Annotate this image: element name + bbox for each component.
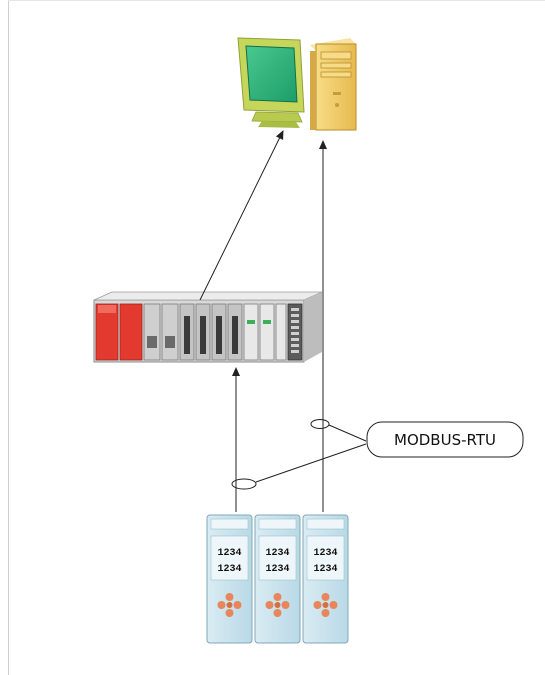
meter-2-reading-bottom: 1234	[265, 564, 289, 575]
modbus-label: MODBUS-RTU	[394, 431, 496, 449]
meter-3: 1234 1234	[302, 514, 349, 644]
modbus-marker-lower	[231, 478, 257, 490]
meter-2-reading-top: 1234	[265, 548, 289, 559]
meter-1: 1234 1234	[206, 514, 253, 644]
modbus-label-box	[366, 421, 524, 458]
meter-2: 1234 1234	[254, 514, 301, 644]
computer-monitor	[237, 37, 305, 128]
page-left-border	[8, 0, 9, 675]
callout-leader-upper	[328, 424, 367, 442]
meter-3-reading-top: 1234	[313, 548, 337, 559]
plc-to-computer-arrow	[199, 130, 284, 301]
plc-rack-icon	[93, 291, 323, 363]
meter-3-reading-bottom: 1234	[313, 564, 337, 575]
computer-icon	[237, 37, 357, 131]
computer-tower	[310, 38, 357, 131]
modbus-marker-upper	[310, 419, 330, 429]
callout-leader-lower	[255, 443, 367, 483]
meter-1-reading-top: 1234	[217, 548, 241, 559]
meter-1-reading-bottom: 1234	[217, 564, 241, 575]
page-top-border	[8, 0, 545, 1]
